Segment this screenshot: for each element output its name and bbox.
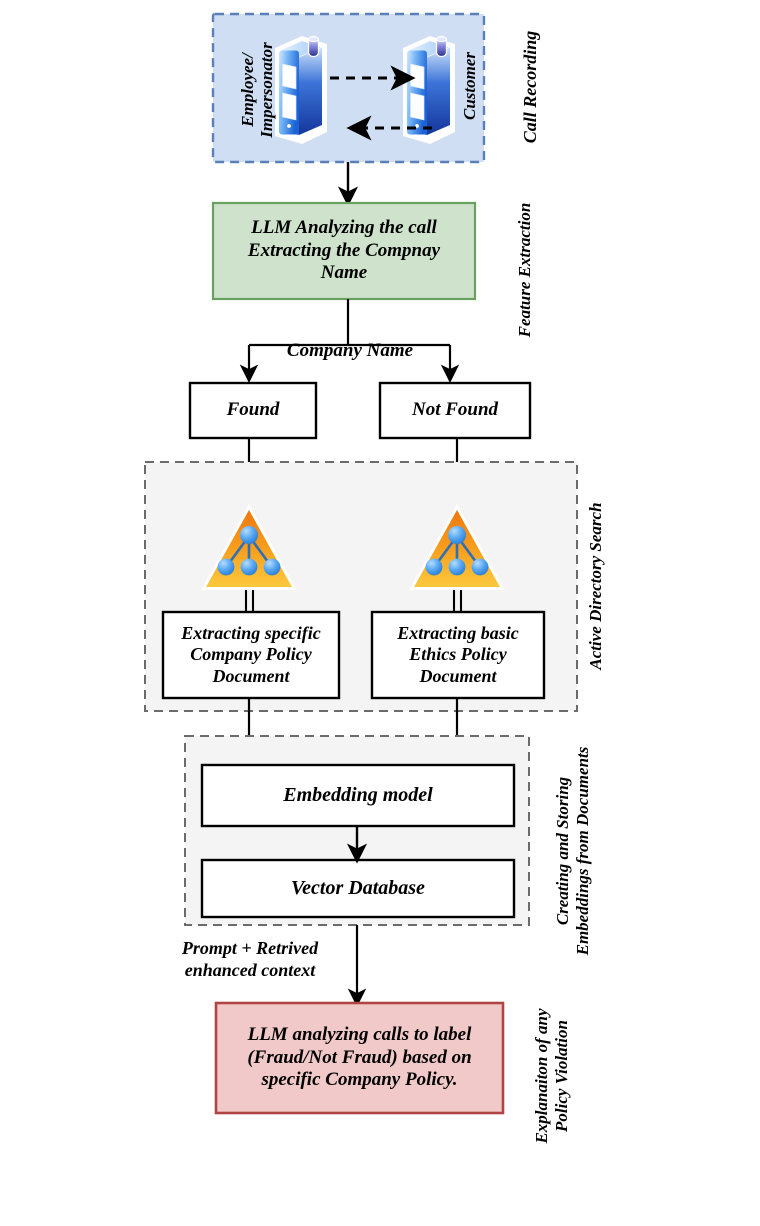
stage-label-feature-extraction: Feature Extraction	[515, 202, 534, 338]
stage-label-active-directory-search: Active Directory Search	[586, 502, 605, 670]
found-box	[188, 381, 318, 440]
employee-impersonator-label: Employee/ Impersonator	[238, 42, 277, 138]
active-directory-icon-left	[201, 504, 297, 590]
result-llm-box	[214, 1001, 505, 1115]
stage-label-explanation: Explanaiton of any Policy Violation	[532, 1008, 571, 1144]
not-found-box	[378, 381, 532, 440]
connector-ad-right-to-doc	[452, 590, 463, 612]
llm-extract-box	[211, 201, 477, 301]
customer-label: Customer	[460, 51, 479, 121]
stage-label-call-recording: Call Recording	[520, 30, 540, 144]
prompt-retrieved-note: Prompt + Retrived enhanced context	[181, 938, 319, 980]
ethics-policy-doc-box	[370, 610, 546, 700]
stage-label-embeddings: Creating and Storing Embeddings from Doc…	[553, 746, 592, 956]
branch-label-company-name: Company Name	[286, 340, 414, 361]
connector-branch	[239, 299, 460, 384]
vector-database-box	[200, 858, 516, 919]
company-policy-doc-box	[161, 610, 341, 700]
connector-ad-left-to-doc	[244, 590, 255, 612]
mobile-phone-icon-left	[275, 35, 327, 144]
active-directory-icon-right	[409, 504, 505, 590]
embedding-model-box	[200, 763, 516, 828]
